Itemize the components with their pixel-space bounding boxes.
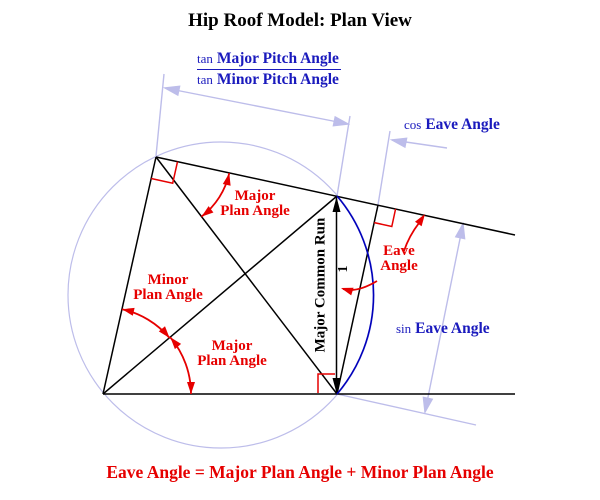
right-angle-icon (317, 373, 335, 393)
sin-eave-dimension (336, 221, 477, 426)
major-hip-diagonal (155, 156, 338, 395)
tan-ratio-numerator: tan Major Pitch Angle (197, 50, 341, 70)
eave-angle-label: Eave Angle (380, 243, 418, 274)
unit-circle-arc (336, 195, 375, 395)
perpendicular-to-eave (336, 204, 379, 395)
arrowhead-icon (201, 206, 214, 217)
page-title: Hip Roof Model: Plan View (188, 10, 412, 31)
arrowhead-icon (187, 382, 195, 394)
arrowhead-icon (389, 137, 408, 149)
extension-line (376, 130, 391, 212)
major-plan-angle-arc-bottom (169, 336, 192, 395)
minor-plan-angle-label: Minor Plan Angle (133, 272, 203, 303)
arrowhead-icon (332, 115, 351, 127)
right-angle-icon (151, 161, 179, 185)
extension-line (155, 73, 165, 157)
minor-plan-angle-arc (121, 308, 171, 339)
roof-plan-lines (102, 156, 516, 395)
tan-ratio-denominator: tan Minor Pitch Angle (197, 71, 339, 88)
major-plan-angle-label-bottom: Major Plan Angle (197, 338, 267, 369)
arrowhead-icon (332, 197, 341, 212)
major-common-run-label: Major Common Run (312, 217, 329, 353)
extension-line (336, 115, 351, 197)
dimension-line (164, 87, 349, 125)
major-plan-angle-label-top: Major Plan Angle (220, 188, 290, 219)
unit-length-label: 1 (336, 265, 351, 273)
angle-formula: Eave Angle = Major Plan Angle + Minor Pl… (106, 462, 494, 482)
arrowhead-icon (162, 85, 181, 97)
tan-ratio-label: tan Major Pitch Angle tan Minor Pitch An… (197, 50, 341, 89)
cos-eave-dimension (376, 130, 448, 212)
angle-arrows (121, 172, 425, 395)
arrowhead-icon (341, 287, 354, 296)
right-angle-markers (151, 161, 397, 393)
minor-hip-diagonal (102, 195, 338, 395)
left-hip-line (102, 156, 157, 395)
tan-ratio-dimension (155, 73, 351, 197)
arrowhead-icon (415, 214, 425, 227)
dimension-line (424, 223, 464, 413)
eave-line (155, 156, 516, 236)
arrowhead-icon (170, 337, 182, 350)
eave-angle-pointer-right (403, 222, 420, 252)
arrowhead-icon (422, 396, 434, 415)
extension-line (336, 393, 477, 426)
arrowhead-icon (122, 307, 135, 316)
right-angle-icon (374, 208, 397, 228)
sin-eave-angle-label: sin Eave Angle (396, 320, 490, 337)
arrowhead-icon (454, 221, 466, 240)
arrowhead-icon (222, 173, 231, 186)
arrowhead-icon (332, 378, 341, 393)
cos-eave-angle-label: cos Eave Angle (404, 116, 500, 133)
arrowhead-icon (158, 326, 170, 338)
